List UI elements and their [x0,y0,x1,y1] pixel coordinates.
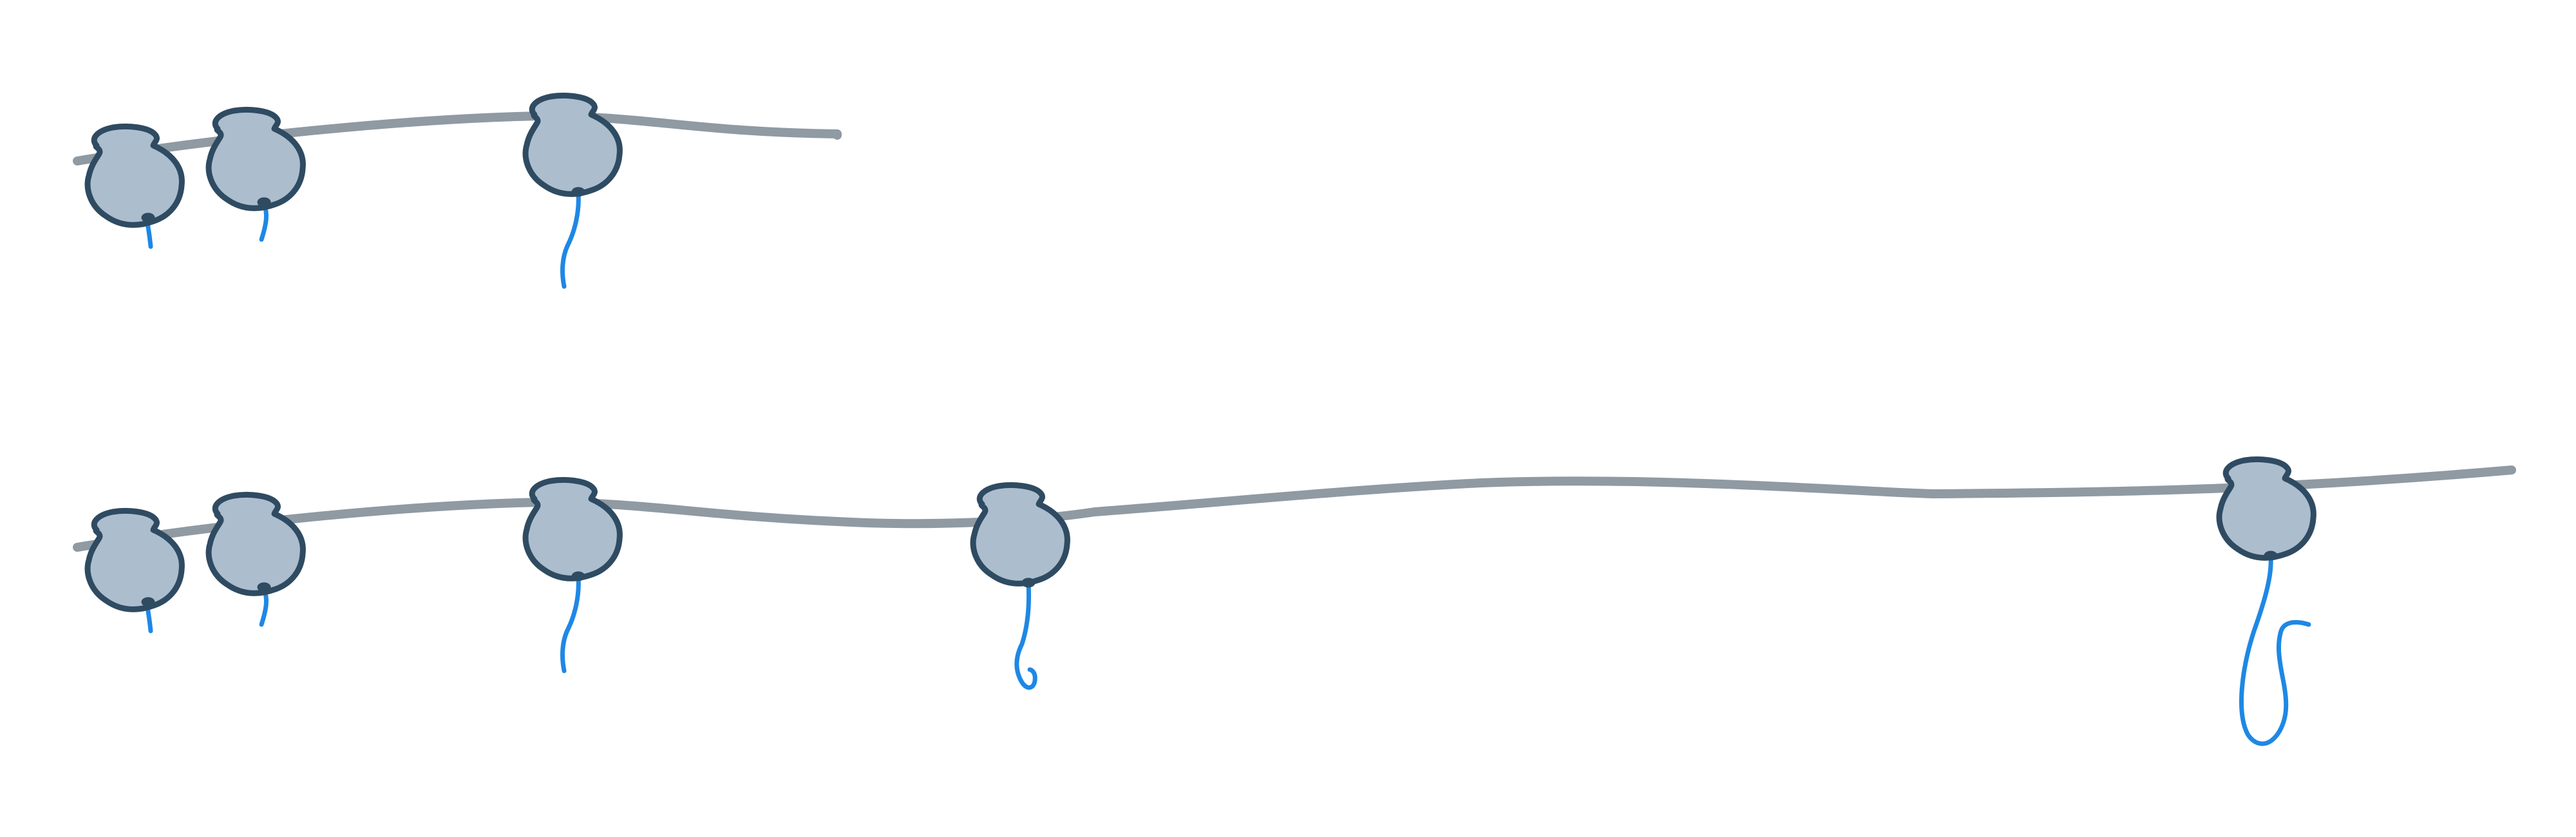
ribosome [205,491,306,627]
ribosome-large-subunit [522,476,623,581]
nascent-peptide [560,575,581,673]
nascent-peptide [560,191,581,289]
ribosome-large-subunit [205,491,306,596]
ribosome-large-subunit [84,123,185,228]
ribosome [84,507,185,634]
ribosome [84,123,185,249]
peptide-exit-site [2264,550,2278,561]
mrna-strand [73,466,2516,552]
peptide-exit-site [141,212,155,223]
ribosome-large-subunit [522,92,623,197]
ribosome [970,482,1070,690]
polysome-panel-late [73,456,2516,746]
ribosome [205,106,306,242]
mrna-strand [73,111,842,165]
peptide-exit-site [257,582,271,592]
ribosome [522,476,623,673]
peptide-exit-site [571,571,585,581]
ribosome-large-subunit [205,106,306,211]
ribosome [2216,456,2316,746]
nascent-peptide [2239,554,2311,746]
peptide-exit-site [257,197,271,207]
peptide-exit-site [571,187,585,197]
nascent-peptide [1014,581,1037,690]
ribosome [522,92,623,289]
ribosome-large-subunit [84,507,185,612]
polysome-panel-early [73,92,842,289]
peptide-exit-site [1021,578,1036,588]
peptide-exit-site [141,597,155,607]
ribosome-large-subunit [970,482,1070,587]
ribosome-large-subunit [2216,456,2316,561]
